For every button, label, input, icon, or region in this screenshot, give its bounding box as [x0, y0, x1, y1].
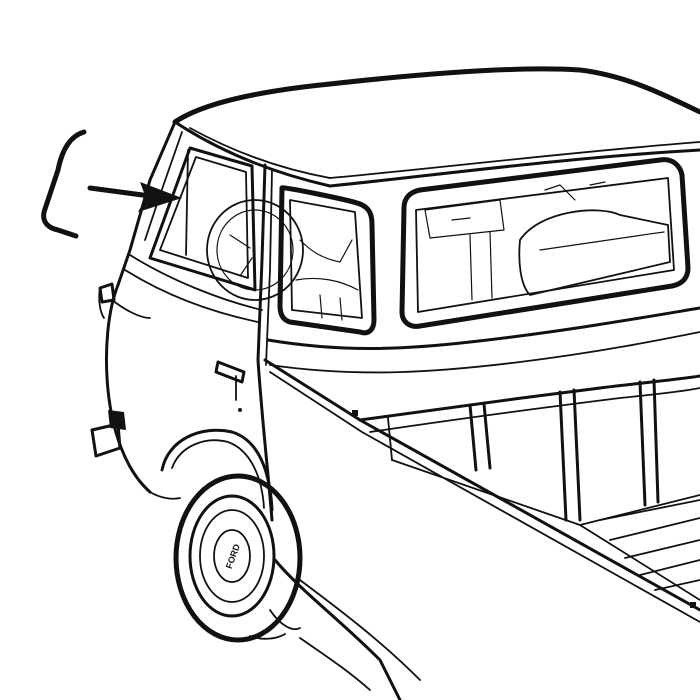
- rear-quarter-window: [277, 185, 377, 336]
- cab-door: [90, 282, 246, 500]
- callout-seal-part: [41, 129, 87, 239]
- pickup-bed: [263, 358, 700, 691]
- callout-arrow-icon: [87, 182, 182, 212]
- body-side: [256, 358, 421, 700]
- rear-cab-window: [399, 157, 691, 329]
- cab-body: [124, 254, 700, 374]
- front-wheel: FORD: [173, 473, 303, 643]
- door-window: [148, 146, 304, 301]
- hub-badge-text: FORD: [224, 542, 242, 570]
- cab-roof: [172, 66, 700, 188]
